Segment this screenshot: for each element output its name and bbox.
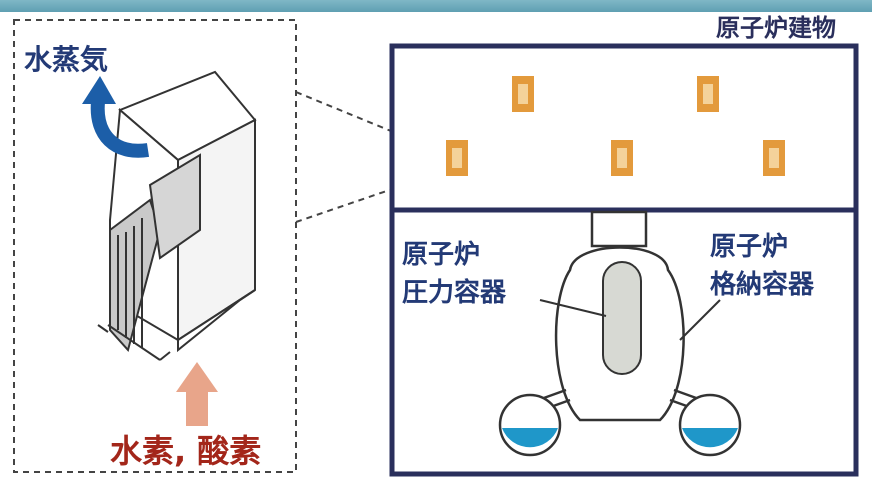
detail-panel-border xyxy=(13,19,297,473)
pcv-label-line1: 原子炉 xyxy=(710,232,789,262)
rpv-label-line1: 原子炉 xyxy=(402,240,481,270)
rpv-label: 原子炉 圧力容器 xyxy=(402,236,506,312)
top-color-band xyxy=(0,0,872,12)
steam-label: 水蒸気 xyxy=(24,43,109,76)
recombiner-unit xyxy=(97,70,257,361)
pcv-label: 原子炉 格納容器 xyxy=(710,228,814,304)
recombiner-markers xyxy=(446,76,785,176)
reactor-building-label: 原子炉建物 xyxy=(716,14,836,42)
pcv-label-line2: 格納容器 xyxy=(710,270,815,300)
pressure-vessel xyxy=(602,261,642,375)
leader-line-top xyxy=(295,91,443,153)
suppression-pool-water xyxy=(502,428,738,448)
leader-line-bottom xyxy=(295,171,443,223)
up-arrow-icon xyxy=(176,362,218,426)
inflow-label: 水素, 酸素 xyxy=(110,432,262,470)
rpv-label-line2: 圧力容器 xyxy=(402,278,507,308)
rpv-pointer-line xyxy=(539,299,607,317)
curved-up-arrow-icon xyxy=(82,76,150,158)
pcv-pointer-line xyxy=(679,299,721,341)
